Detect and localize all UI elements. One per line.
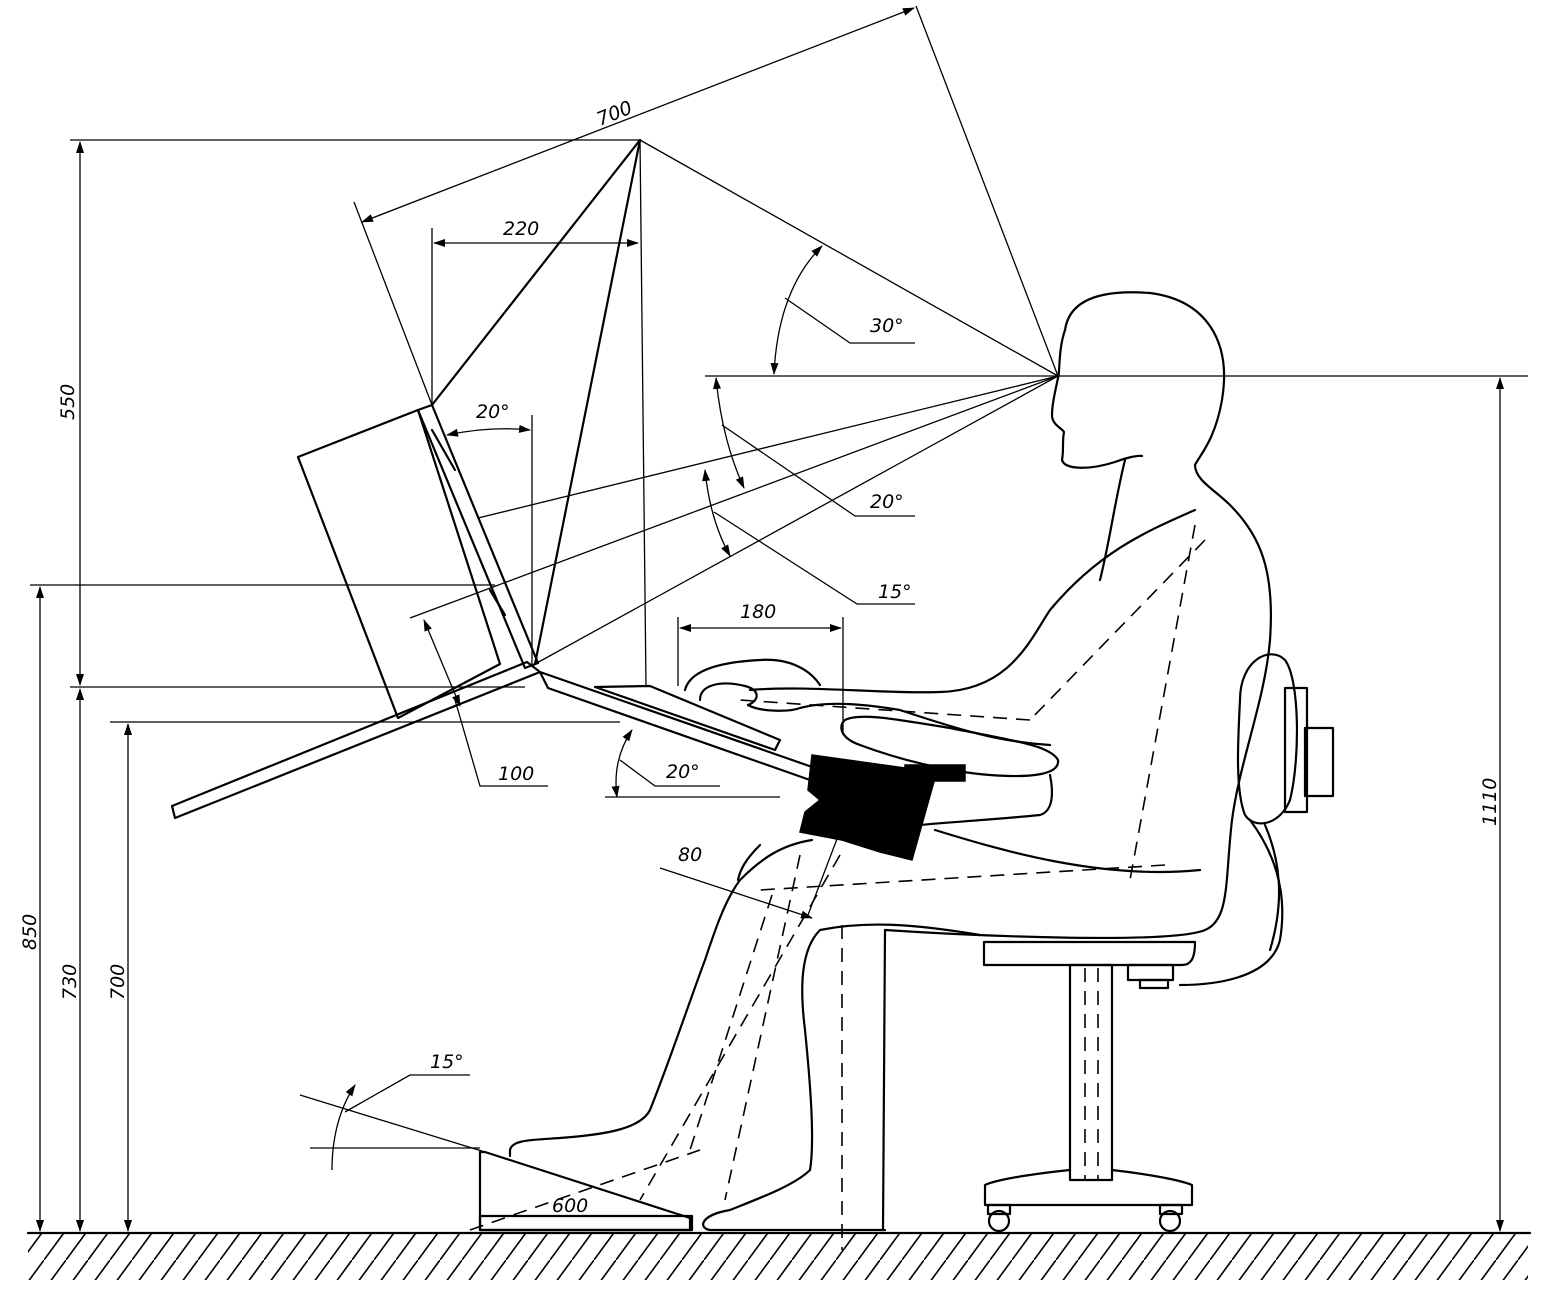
angle-gaze-20-label: 20° xyxy=(870,491,904,513)
dim-180-label: 180 xyxy=(740,601,776,623)
angle-screen-20-label: 20° xyxy=(476,401,510,423)
dim-730-label: 730 xyxy=(59,964,81,1000)
dim-550-label: 550 xyxy=(57,384,79,420)
dim-80-label: 80 xyxy=(678,844,702,866)
dim-100-label: 100 xyxy=(498,763,534,785)
dim-220-label: 220 xyxy=(503,218,539,240)
office-chair-icon xyxy=(982,653,1335,1233)
dim-1110-label: 1110 xyxy=(1479,778,1501,826)
height-dimension-lines xyxy=(30,139,640,1232)
eye-height-dimension xyxy=(705,375,1528,1232)
hatched-floor-icon xyxy=(26,1231,1532,1280)
dim-850-label: 850 xyxy=(19,914,41,950)
computer-workstation-icon xyxy=(170,403,966,861)
dim-700-top-label: 700 xyxy=(594,97,636,131)
angle-footrest-15-label: 15° xyxy=(430,1051,464,1073)
angle-15-label: 15° xyxy=(878,581,912,603)
dim-700-label: 700 xyxy=(107,964,129,1000)
seated-person-icon xyxy=(469,291,1273,1250)
angle-30-label: 30° xyxy=(870,315,904,337)
dim-600-label: 600 xyxy=(552,1195,588,1217)
sight-lines xyxy=(353,5,1059,919)
angle-keyboard-20-label: 20° xyxy=(666,761,700,783)
footrest-icon xyxy=(299,1074,694,1232)
